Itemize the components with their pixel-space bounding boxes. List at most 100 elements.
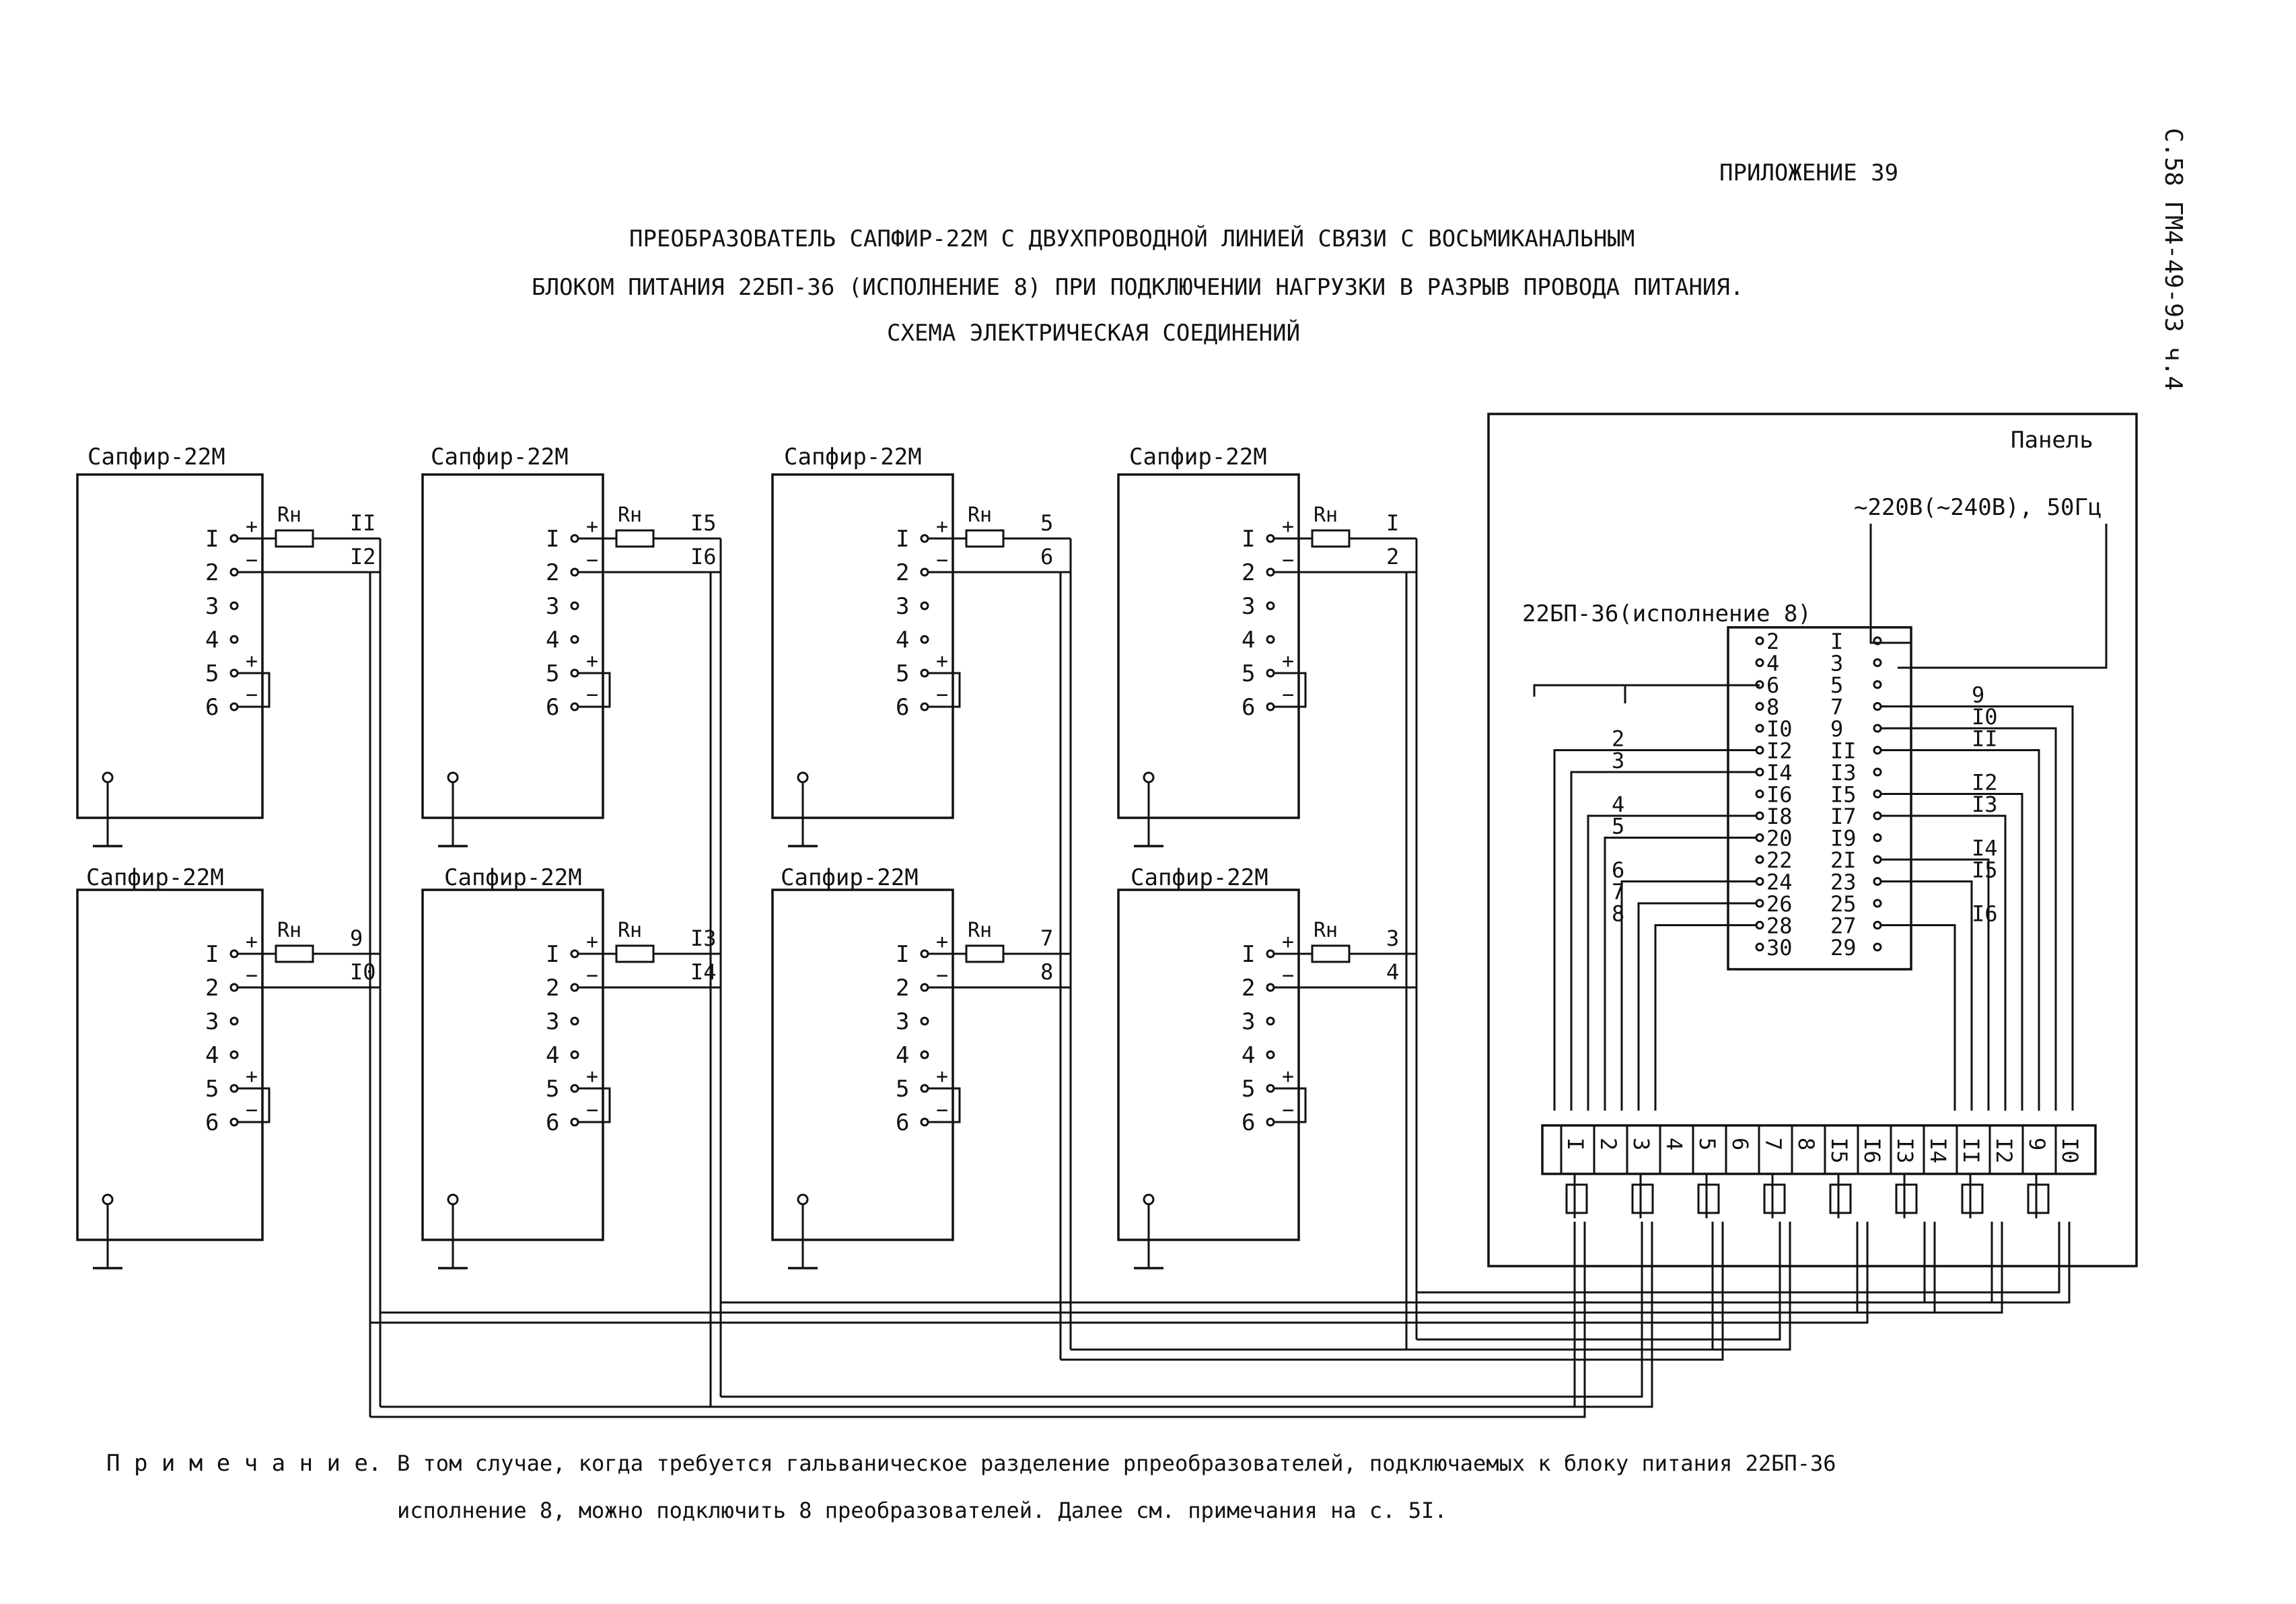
pin-dot — [570, 1117, 579, 1127]
pin-label: 2 — [896, 559, 909, 586]
unit-pin-right-label: 7 — [1830, 695, 1843, 720]
unit-pin-left — [1755, 724, 1764, 733]
note-label: П р и м е ч а н и е. — [106, 1450, 382, 1477]
wire-label-plus: I — [1386, 510, 1399, 536]
plus-sign-5: + — [586, 1065, 598, 1088]
unit-pin-right-label: 2I — [1830, 847, 1857, 873]
minus-sign-6: − — [936, 1099, 948, 1122]
pin-dot — [229, 702, 239, 711]
supply-wire-b — [1898, 524, 2108, 669]
unit-pin-right — [1873, 636, 1882, 646]
supply-label: ~220В(~240В), 50Гц — [1854, 494, 2102, 521]
pin-dot — [1266, 1016, 1275, 1026]
strip-connector — [2027, 1183, 2050, 1214]
pin-dot — [229, 601, 239, 611]
strip-terminal-label: 6 — [1727, 1138, 1753, 1150]
pin-label: 4 — [546, 627, 559, 654]
wire-label-minus: I2 — [350, 544, 376, 569]
wire-label-minus: I4 — [690, 959, 717, 985]
minus-sign-6: − — [936, 683, 948, 707]
pin-label: I — [546, 941, 559, 968]
plus-sign-5: + — [246, 1065, 258, 1088]
resistor — [615, 944, 655, 963]
unit-22bp36 — [1727, 626, 1912, 971]
pin-dot — [1266, 668, 1275, 678]
converter-frame — [771, 888, 954, 1241]
unit-pin-left-label: I2 — [1766, 738, 1793, 764]
unit-pin-left-label: I4 — [1766, 760, 1793, 786]
strip-terminal-label: 7 — [1760, 1138, 1786, 1150]
strip-connector — [1763, 1183, 1786, 1214]
pin-dot — [229, 1117, 239, 1127]
right-wire-label: I6 — [1972, 901, 1998, 927]
unit-pin-left — [1755, 921, 1764, 930]
strip-terminal-label: 2 — [1595, 1138, 1621, 1150]
bus-run-1 — [380, 1222, 1576, 1408]
unit-pin-right — [1873, 942, 1882, 952]
strip-terminal-label: I6 — [1859, 1138, 1885, 1164]
panel-frame — [1487, 413, 2138, 1267]
ground-terminal — [1143, 771, 1155, 783]
pin-label: 6 — [546, 694, 559, 721]
strip-frame — [1541, 1124, 2097, 1175]
pin-dot — [229, 567, 239, 577]
unit-pin-right-label: II — [1830, 738, 1857, 764]
pin-label: I — [1242, 526, 1255, 553]
page-reference: С.58 ГМ4-49-93 ч.4 — [2159, 128, 2187, 390]
title-line-1: ПРЕОБРАЗОВАТЕЛЬ САПФИР-22М С ДВУХПРОВОДН… — [629, 225, 1635, 252]
pin-label: 6 — [546, 1109, 559, 1136]
converter-name: Сапфир-22М — [1129, 444, 1267, 470]
pin-dot — [229, 534, 239, 543]
converter-name: Сапфир-22М — [431, 444, 569, 470]
pin-label: I — [205, 941, 219, 968]
unit-pin-left-label: 20 — [1766, 826, 1793, 851]
pin-dot — [570, 1050, 579, 1059]
bus-run-2b — [711, 1222, 1653, 1408]
left-wire-label: 8 — [1612, 901, 1624, 927]
strip-connector — [1829, 1183, 1852, 1214]
plus-sign: + — [586, 930, 598, 954]
right-wire-2 — [1881, 749, 2040, 1111]
unit-pin-left — [1755, 899, 1764, 908]
jumper-5-6 — [1274, 672, 1307, 708]
unit-pin-right — [1873, 767, 1882, 777]
strip-connector — [1961, 1183, 1984, 1214]
pin-dot — [920, 1050, 929, 1059]
converter-frame — [76, 888, 264, 1241]
pin-dot — [229, 1016, 239, 1026]
right-wire-label: I0 — [1972, 704, 1998, 730]
bus-run-7b — [1061, 1222, 2003, 1314]
plus-sign-5: + — [1282, 1065, 1294, 1088]
unit-pin-right-label: 29 — [1830, 935, 1857, 961]
strip-terminal-label: 8 — [1793, 1138, 1819, 1150]
pin-label: 4 — [1242, 1042, 1255, 1069]
pin-label: I — [546, 526, 559, 553]
pin-dot — [570, 702, 579, 711]
converter-frame — [1117, 888, 1300, 1241]
strip-terminal-label: I4 — [1925, 1138, 1951, 1164]
converter-name: Сапфир-22М — [784, 444, 922, 470]
pin-label: 5 — [205, 660, 219, 687]
unit-pin-right-label: 25 — [1830, 891, 1857, 917]
pin-dot — [570, 534, 579, 543]
resistor-label: Rн — [277, 919, 301, 942]
bus-run-8 — [1416, 1222, 2060, 1294]
pin-label: 5 — [546, 1076, 559, 1103]
pin-label: 3 — [546, 593, 559, 620]
strip-terminal-label: 5 — [1694, 1138, 1720, 1150]
unit-pin-right-label: I9 — [1830, 826, 1857, 851]
converter-name: Сапфир-22М — [1131, 864, 1268, 891]
pin-dot — [1266, 534, 1275, 543]
unit-pin-left-label: 28 — [1766, 913, 1793, 939]
pin-dot — [1266, 702, 1275, 711]
plus-sign-5: + — [936, 1065, 948, 1088]
right-wire-label: I4 — [1972, 835, 1998, 861]
wire-label-minus: 8 — [1040, 959, 1053, 985]
pin-dot — [570, 983, 579, 992]
left-wire-label: 3 — [1612, 748, 1624, 773]
